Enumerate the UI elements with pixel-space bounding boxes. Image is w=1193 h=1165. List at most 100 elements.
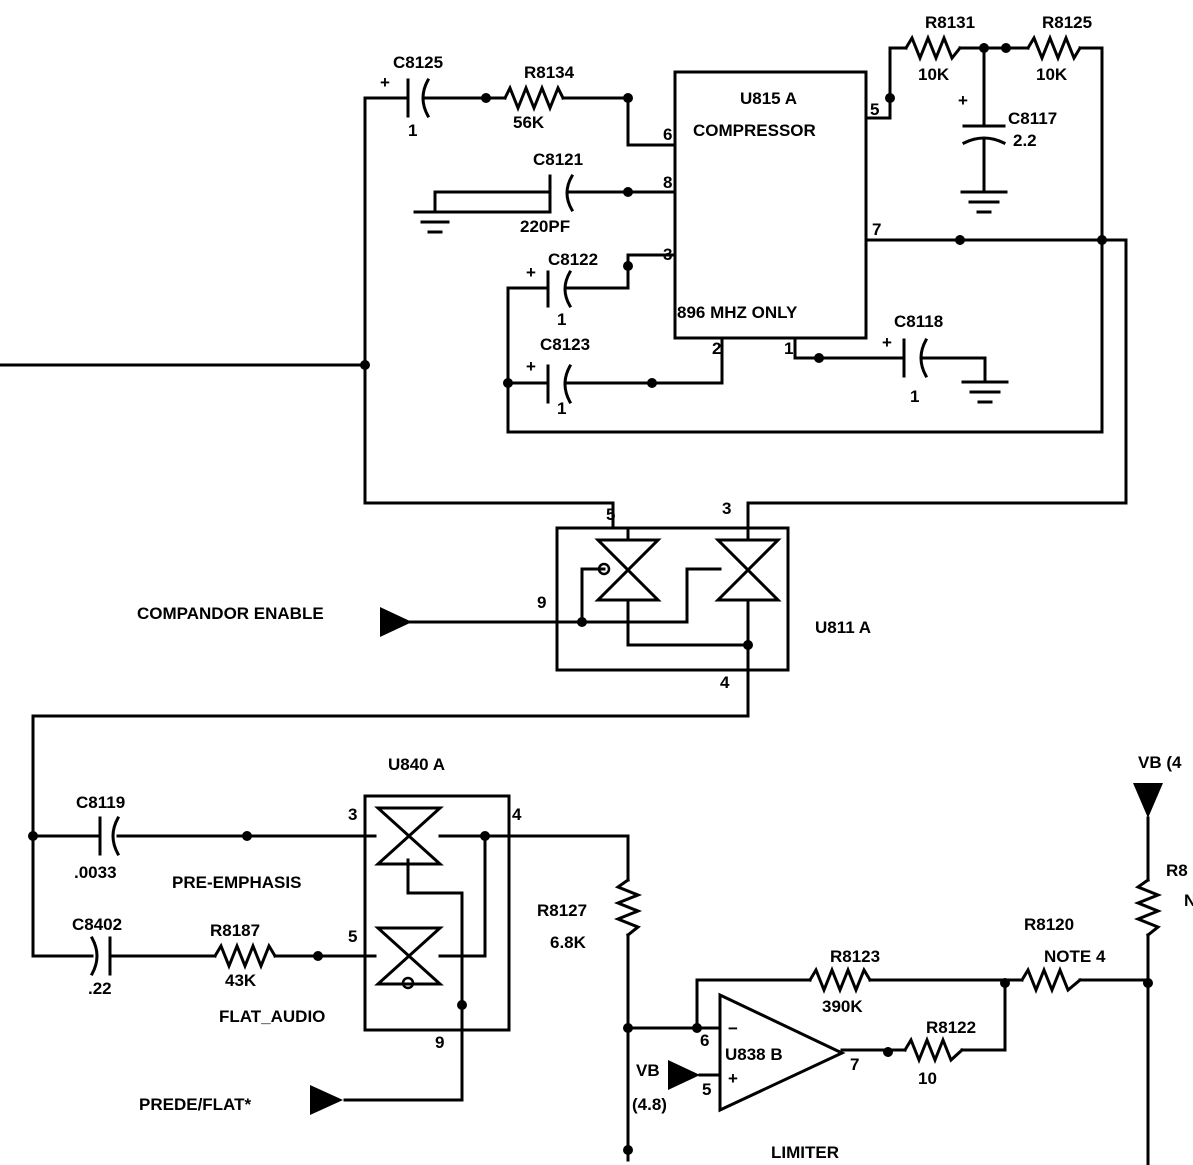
r8131-resistor: R8131 10K [903, 13, 975, 84]
ground-symbol [961, 380, 1009, 404]
r8187-ref: R8187 [210, 921, 260, 940]
u838-pin6: 6 [700, 1031, 709, 1050]
vb-left-value: (4.8) [632, 1095, 667, 1114]
c8122-value: 1 [557, 310, 566, 329]
r8122-ref: R8122 [926, 1018, 976, 1037]
c8122-ref: C8122 [548, 250, 598, 269]
u838-section-label: LIMITER [771, 1143, 839, 1162]
c8123-plus: + [526, 357, 536, 376]
c8122-capacitor: + C8122 1 [526, 250, 598, 329]
u811-pin3: 3 [722, 499, 731, 518]
u815-pin1: 1 [784, 339, 793, 358]
c8122-plus: + [526, 263, 536, 282]
r8-partial-resistor: R8 N [1133, 861, 1193, 938]
c8402-ref: C8402 [72, 915, 122, 934]
c8118-capacitor: + C8118 1 [882, 312, 943, 406]
r8120-value: NOTE 4 [1044, 947, 1106, 966]
c8119-ref: C8119 [76, 793, 125, 812]
u838-minus: − [728, 1019, 738, 1038]
c8123-value: 1 [557, 399, 566, 418]
r8127-resistor: R8127 6.8K [537, 877, 643, 952]
u840-pin4: 4 [512, 805, 522, 824]
r8-partial-ref: R8 [1166, 861, 1188, 880]
r8120-resistor: R8120 NOTE 4 [1019, 915, 1106, 995]
u838-pin7: 7 [850, 1055, 859, 1074]
u811-pin5: 5 [606, 505, 615, 524]
r8134-ref: R8134 [524, 63, 575, 82]
u815-name: COMPRESSOR [693, 121, 816, 140]
c8125-capacitor: + C8125 1 [380, 53, 443, 140]
flat-audio-label: FLAT_AUDIO [219, 1007, 325, 1026]
prede-flat-label: PREDE/FLAT* [139, 1095, 251, 1114]
u840-pin5: 5 [348, 927, 357, 946]
c8119-value: .0033 [74, 863, 117, 882]
r8122-resistor: R8122 10 [902, 1018, 976, 1088]
u838-opamp: − + U838 B 6 5 7 LIMITER [700, 992, 859, 1162]
u815-pin6: 6 [663, 125, 672, 144]
vb-left-label: VB [636, 1061, 660, 1080]
c8117-plus: + [958, 91, 968, 110]
r8120-ref: R8120 [1024, 915, 1074, 934]
u838-pin5: 5 [702, 1080, 711, 1099]
c8117-value: 2.2 [1013, 131, 1037, 150]
vb-right-label: VB (4 [1138, 753, 1182, 772]
compandor-enable-label: COMPANDOR ENABLE [137, 604, 324, 623]
c8125-value: 1 [408, 121, 417, 140]
r8-partial-value: N [1184, 891, 1193, 910]
u815-pin7: 7 [872, 220, 881, 239]
junction-dots [28, 43, 1153, 1155]
c8123-ref: C8123 [540, 335, 590, 354]
ground-symbol [960, 190, 1008, 214]
r8125-resistor: R8125 10K [1025, 13, 1092, 84]
c8121-capacitor: C8121 220PF [520, 150, 583, 236]
u815-compressor: U815 A COMPRESSOR 896 MHZ ONLY 6 8 3 5 7… [663, 70, 881, 358]
c8118-value: 1 [910, 387, 919, 406]
u840-switch: U840 A 3 4 5 9 [348, 755, 522, 1052]
u815-pin8: 8 [663, 173, 672, 192]
u815-pin3: 3 [663, 245, 672, 264]
u838-plus: + [728, 1069, 738, 1088]
u838-ref: U838 B [725, 1045, 783, 1064]
r8127-ref: R8127 [537, 901, 587, 920]
u811-ref: U811 A [815, 618, 871, 637]
u811-switch: U811 A 5 3 9 4 [537, 499, 871, 692]
c8121-value: 220PF [520, 217, 570, 236]
r8125-value: 10K [1036, 65, 1068, 84]
r8131-value: 10K [918, 65, 950, 84]
c8123-capacitor: + C8123 1 [526, 335, 590, 418]
r8123-value: 390K [822, 997, 863, 1016]
r8134-value: 56K [513, 113, 545, 132]
r8127-value: 6.8K [550, 933, 587, 952]
c8117-capacitor: + C8117 2.2 [958, 91, 1057, 150]
u815-pin5: 5 [870, 100, 879, 119]
r8125-ref: R8125 [1042, 13, 1092, 32]
vb-right-input: VB (4 [1133, 753, 1182, 818]
ground-symbol [413, 210, 457, 234]
c8125-ref: C8125 [393, 53, 443, 72]
vb-left-input: VB (4.8) [632, 1060, 700, 1114]
r8122-value: 10 [918, 1069, 937, 1088]
c8118-plus: + [882, 333, 892, 352]
r8131-ref: R8131 [925, 13, 975, 32]
u840-ref: U840 A [388, 755, 445, 774]
c8117-ref: C8117 [1008, 109, 1057, 128]
u811-pin9: 9 [537, 593, 546, 612]
pre-emphasis-label: PRE-EMPHASIS [172, 873, 301, 892]
u811-pin4: 4 [720, 673, 730, 692]
u815-note: 896 MHZ ONLY [677, 303, 798, 322]
r8123-resistor: R8123 390K [807, 947, 880, 1016]
c8125-plus: + [380, 73, 390, 92]
u815-ref: U815 A [740, 89, 797, 108]
r8123-ref: R8123 [830, 947, 880, 966]
c8402-capacitor: C8402 .22 [72, 915, 122, 998]
u840-pin3: 3 [348, 805, 357, 824]
r8187-value: 43K [225, 971, 257, 990]
prede-flat-input: PREDE/FLAT* [139, 1085, 343, 1115]
c8402-value: .22 [88, 979, 112, 998]
r8187-resistor: R8187 43K [210, 921, 278, 990]
compandor-enable-input: COMPANDOR ENABLE [137, 604, 412, 637]
u840-pin9: 9 [435, 1033, 444, 1052]
c8118-ref: C8118 [894, 312, 943, 331]
c8121-ref: C8121 [533, 150, 583, 169]
